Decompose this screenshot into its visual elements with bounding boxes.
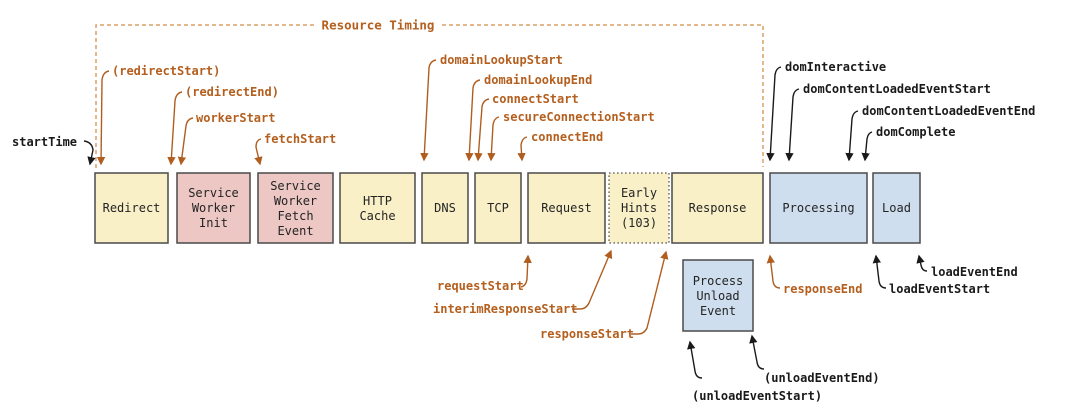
arrow-unload-event-end [749, 334, 765, 370]
box-response-label: Response [689, 201, 747, 215]
box-processing-label: Processing [782, 201, 854, 215]
box-redirect: Redirect [94, 172, 169, 244]
box-sw-init-line1: Service [188, 186, 239, 200]
box-request: Request [527, 172, 606, 244]
box-redirect-label: Redirect [103, 201, 161, 215]
label-redirect-end: (redirectEnd) [185, 85, 279, 99]
resource-timing-bracket: Resource Timing [95, 18, 764, 168]
arrow-start-time [83, 140, 96, 166]
label-secure-connection-start: secureConnectionStart [503, 110, 655, 124]
label-connect-end: connectEnd [531, 130, 603, 144]
box-early-hints-line1: Early [621, 186, 657, 200]
box-request-label: Request [541, 201, 592, 215]
arrow-load-event-end [916, 254, 928, 272]
label-domain-lookup-end: domainLookupEnd [484, 73, 592, 87]
arrow-load-event-start [872, 254, 887, 289]
arrow-unload-event-start [687, 340, 703, 379]
arrow-interim-response-start [572, 249, 613, 310]
box-response: Response [671, 172, 764, 244]
label-dom-interactive: domInteractive [785, 60, 886, 74]
box-sw-init-line3: Init [199, 216, 228, 230]
label-interim-response-start: interimResponseStart [433, 302, 578, 316]
box-sw-init-line2: Worker [192, 201, 235, 215]
arrow-redirect-end [167, 91, 183, 166]
arrow-fetch-start [254, 138, 263, 166]
arrow-redirect-start [96, 70, 110, 166]
label-request-start: requestStart [437, 279, 524, 293]
label-worker-start: workerStart [196, 111, 275, 125]
resource-timing-label: Resource Timing [322, 18, 435, 33]
box-service-worker-init: Service Worker Init [176, 172, 251, 244]
arrow-request-start [520, 254, 532, 288]
label-redirect-start: (redirectStart) [112, 64, 220, 78]
box-early-hints: Early Hints (103) [608, 172, 670, 244]
box-dns: DNS [421, 172, 469, 244]
box-processing: Processing [769, 172, 868, 244]
arrow-secure-connection-start [487, 116, 500, 162]
label-unload-event-end: (unloadEventEnd) [764, 371, 880, 385]
connector-arrows [83, 59, 928, 379]
box-http-cache-line1: HTTP [363, 194, 392, 208]
arrow-domain-lookup-end [465, 79, 481, 162]
arrow-dom-content-loaded-event-start [785, 88, 800, 162]
box-unload-line2: Unload [696, 289, 739, 303]
label-connect-start: connectStart [492, 92, 579, 106]
box-sw-fetch-line4: Event [277, 224, 313, 238]
label-response-start: responseStart [540, 327, 634, 341]
timeline-boxes: Redirect Service Worker Init Service Wor… [94, 172, 921, 332]
arrow-worker-start [177, 117, 194, 166]
bracket-left-segment [95, 24, 315, 168]
box-early-hints-line3: (103) [621, 216, 657, 230]
box-early-hints-line2: Hints [621, 201, 657, 215]
arrow-response-end [766, 254, 781, 289]
box-sw-fetch-line2: Worker [274, 194, 317, 208]
box-sw-fetch-line3: Fetch [277, 209, 313, 223]
box-tcp: TCP [474, 172, 522, 244]
arrow-domain-lookup-start [420, 59, 437, 162]
box-http-cache: HTTP Cache [339, 172, 416, 244]
label-unload-event-start: (unloadEventStart) [692, 389, 822, 403]
label-dom-complete: domComplete [876, 125, 955, 139]
arrow-response-start [631, 250, 669, 335]
bracket-right-segment [442, 24, 764, 167]
box-load: Load [872, 172, 921, 244]
label-dom-content-loaded-event-start: domContentLoadedEventStart [803, 82, 991, 96]
box-sw-fetch-line1: Service [270, 179, 321, 193]
box-dns-label: DNS [434, 201, 456, 215]
label-domain-lookup-start: domainLookupStart [440, 53, 563, 67]
label-load-event-start: loadEventStart [889, 282, 990, 296]
label-start-time: startTime [12, 135, 77, 149]
box-service-worker-fetch-event: Service Worker Fetch Event [257, 172, 334, 244]
label-fetch-start: fetchStart [264, 132, 336, 146]
box-process-unload-event: Process Unload Event [682, 259, 754, 332]
box-http-cache-line2: Cache [359, 209, 395, 223]
label-load-event-end: loadEventEnd [931, 265, 1018, 279]
arrow-dom-interactive [766, 66, 782, 162]
event-labels: startTime (redirectStart) (redirectEnd) … [12, 53, 1035, 403]
box-load-label: Load [882, 201, 911, 215]
arrow-dom-content-loaded-event-end [845, 110, 859, 162]
arrow-connect-start [474, 98, 490, 162]
label-response-end: responseEnd [783, 282, 862, 296]
box-tcp-label: TCP [487, 201, 509, 215]
box-unload-line1: Process [693, 274, 744, 288]
arrow-dom-complete [861, 131, 873, 162]
box-unload-line3: Event [700, 304, 736, 318]
label-dom-content-loaded-event-end: domContentLoadedEventEnd [862, 104, 1035, 118]
arrow-connect-end [517, 136, 528, 162]
